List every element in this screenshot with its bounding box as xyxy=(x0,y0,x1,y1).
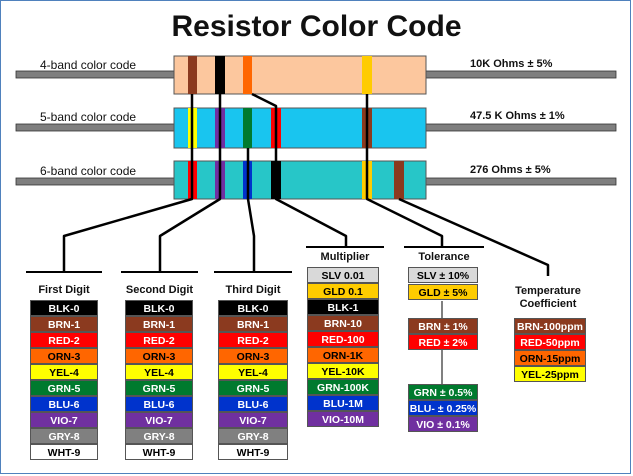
resistor-1-label: 4-band color code xyxy=(40,58,137,72)
first-digit-cell: BRN-1 xyxy=(30,316,98,332)
tempco-header-line1: Temperature xyxy=(515,285,581,297)
first-digit-cell: BLK-0 xyxy=(30,300,98,316)
third-digit-cell: GRN-5 xyxy=(218,380,288,396)
multiplier-cell: GLD 0.1 xyxy=(307,283,379,299)
second-digit-cell: RED-2 xyxy=(125,332,193,348)
tempco-header-line2: Coefficient xyxy=(519,298,577,310)
band-r3-brown xyxy=(394,161,404,199)
second-digit-cell: BRN-1 xyxy=(125,316,193,332)
tolerance-cell: BLU- ± 0.25% xyxy=(408,400,478,416)
tempco-cell: YEL-25ppm xyxy=(514,366,586,382)
leader-third-digit xyxy=(246,148,256,272)
first-digit-cell: RED-2 xyxy=(30,332,98,348)
second-digit-header: Second Digit xyxy=(125,284,194,296)
tolerance-cell: GRN ± 0.5% xyxy=(408,384,478,400)
first-digit-cell: BLU-6 xyxy=(30,396,98,412)
first-digit-cell: YEL-4 xyxy=(30,364,98,380)
page-title: Resistor Color Code xyxy=(171,10,462,43)
second-digit-cell: ORN-3 xyxy=(125,348,193,364)
third-digit-cell: WHT-9 xyxy=(218,444,288,460)
multiplier-cell: RED-100 xyxy=(307,331,379,347)
multiplier-cell: YEL-10K xyxy=(307,363,379,379)
multiplier-cell: VIO-10M xyxy=(307,411,379,427)
resistor-2-label: 5-band color code xyxy=(40,110,137,124)
third-digit-cell: GRY-8 xyxy=(218,428,288,444)
resistor-3-value: 276 Ohms ± 5% xyxy=(470,164,551,176)
tolerance-cell: SLV ± 10% xyxy=(408,267,478,283)
second-digit-cell: BLU-6 xyxy=(125,396,193,412)
first-digit-cell: WHT-9 xyxy=(30,444,98,460)
third-digit-cell: BRN-1 xyxy=(218,316,288,332)
tolerance-cell: VIO ± 0.1% xyxy=(408,416,478,432)
multiplier-cell: BLK-1 xyxy=(307,299,379,315)
third-digit-cell: BLK-0 xyxy=(218,300,288,316)
leader-first-digit xyxy=(62,94,194,272)
multiplier-cell: SLV 0.01 xyxy=(307,267,379,283)
band-r1-black xyxy=(215,56,225,94)
second-digit-cell: GRY-8 xyxy=(125,428,193,444)
band-r2-green xyxy=(243,108,252,148)
first-digit-cell: GRN-5 xyxy=(30,380,98,396)
third-digit-cell: YEL-4 xyxy=(218,364,288,380)
resistor-1-value: 10K Ohms ± 5% xyxy=(470,58,553,70)
tempco-cell: RED-50ppm xyxy=(514,334,586,350)
third-digit-cell: ORN-3 xyxy=(218,348,288,364)
second-digit-cell: BLK-0 xyxy=(125,300,193,316)
second-digit-cell: GRN-5 xyxy=(125,380,193,396)
first-digit-header: First Digit xyxy=(38,284,90,296)
multiplier-cell: BRN-10 xyxy=(307,315,379,331)
tolerance-cell: RED ± 2% xyxy=(408,334,478,350)
leader-second-digit xyxy=(158,94,222,272)
multiplier-header: Multiplier xyxy=(320,251,370,263)
third-digit-header: Third Digit xyxy=(225,284,281,296)
leader-tempco xyxy=(398,197,550,276)
multiplier-cell: GRN-100K xyxy=(307,379,379,395)
band-r1-brown xyxy=(188,56,197,94)
tempco-cell: ORN-15ppm xyxy=(514,350,586,366)
band-r1-gold xyxy=(362,56,372,94)
second-digit-cell: WHT-9 xyxy=(125,444,193,460)
first-digit-cell: ORN-3 xyxy=(30,348,98,364)
third-digit-cell: BLU-6 xyxy=(218,396,288,412)
resistor-2-body xyxy=(173,107,427,149)
resistor-1-body xyxy=(173,55,427,95)
tempco-cell: BRN-100ppm xyxy=(514,318,586,334)
tolerance-cell: BRN ± 1% xyxy=(408,318,478,334)
band-r1-orange xyxy=(243,56,252,94)
second-digit-cell: VIO-7 xyxy=(125,412,193,428)
leader-multiplier xyxy=(251,92,348,247)
resistor-2-value: 47.5 K Ohms ± 1% xyxy=(470,110,565,122)
third-digit-cell: VIO-7 xyxy=(218,412,288,428)
tolerance-header: Tolerance xyxy=(418,251,470,263)
first-digit-cell: GRY-8 xyxy=(30,428,98,444)
third-digit-cell: RED-2 xyxy=(218,332,288,348)
resistor-3-label: 6-band color code xyxy=(40,164,137,178)
tempco-header: Temperature Coefficient xyxy=(500,285,596,311)
multiplier-cell: ORN-1K xyxy=(307,347,379,363)
second-digit-cell: YEL-4 xyxy=(125,364,193,380)
leader-tolerance xyxy=(365,94,444,247)
tolerance-cell: GLD ± 5% xyxy=(408,284,478,300)
first-digit-cell: VIO-7 xyxy=(30,412,98,428)
multiplier-cell: BLU-1M xyxy=(307,395,379,411)
resistor-3-body xyxy=(173,160,427,200)
